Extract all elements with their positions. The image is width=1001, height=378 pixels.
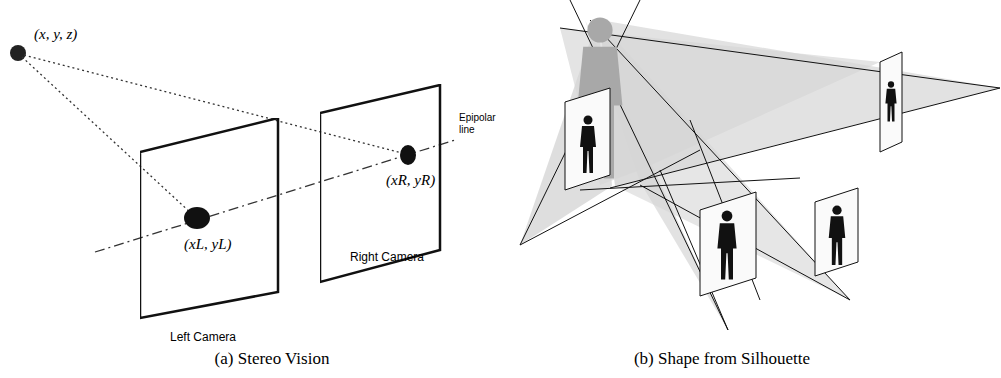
- projected-point: [184, 207, 210, 229]
- plane-border: [320, 85, 440, 282]
- line-label: Epipolar line: [459, 112, 505, 135]
- camera-label: Right Camera: [350, 250, 424, 264]
- scene-point: [10, 45, 26, 61]
- subfigure-caption: (a) Stereo Vision: [215, 349, 330, 369]
- image-plane: [700, 192, 756, 296]
- image-plane: [880, 52, 902, 152]
- camera-label: Left Camera: [170, 330, 236, 344]
- silhouette: [580, 116, 596, 174]
- silhouette: [717, 211, 736, 280]
- image-coordinate: (xL, yL): [184, 236, 232, 253]
- projection-ray: [22, 57, 192, 214]
- image-coordinate: (xR, yR): [386, 172, 435, 189]
- image-plane: [815, 188, 858, 276]
- projected-point: [400, 145, 416, 165]
- epipolar-line: [95, 140, 455, 252]
- projection-ray: [24, 55, 402, 153]
- silhouette: [829, 206, 846, 265]
- subfigure-caption: (b) Shape from Silhouette: [634, 349, 810, 369]
- silhouette: [885, 81, 896, 121]
- camera-plane: (xL, yL) Left Camera: [140, 118, 282, 354]
- plane-border: [140, 118, 278, 318]
- point-coordinate: (x, y, z): [34, 26, 77, 43]
- camera-plane: (xR, yR) Right Camera: [320, 84, 444, 286]
- silhouette-cones: [520, 0, 1000, 330]
- image-plane: [565, 88, 610, 190]
